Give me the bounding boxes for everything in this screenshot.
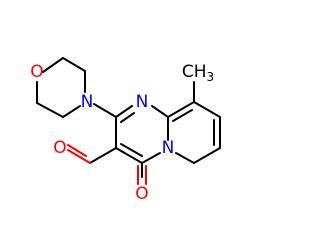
- bond-layer: [36, 57, 221, 185]
- atom-aldehyde-o: O: [53, 138, 66, 158]
- bond-n1-c9a: [151, 105, 169, 118]
- atom-ring-n-bridge: N: [162, 138, 175, 158]
- bond-morph-n-c2: [93, 103, 117, 118]
- bond-c9a-c9-inner: [172, 109, 193, 122]
- bond-morph-c1-c2: [62, 57, 86, 72]
- bond-c2-n1: [115, 105, 133, 118]
- bond-c2-n1-inner: [120, 112, 135, 123]
- atom-label-layer: O N N N O O CH3: [30, 62, 214, 204]
- bond-c3-c4-inner: [120, 143, 143, 157]
- molecule-structure-diagram: O N N N O O CH3: [30, 57, 221, 204]
- methyl-subscript: 3: [207, 70, 215, 84]
- bond-morph-n-c3: [62, 105, 81, 118]
- bond-cho-o-inner: [67, 144, 87, 157]
- bond-cho-o: [67, 149, 91, 164]
- methyl-symbol: CH: [182, 62, 207, 82]
- bond-c4-n5: [141, 152, 161, 164]
- bond-morph-o-c1: [42, 57, 64, 73]
- atom-methyl: CH3: [182, 62, 214, 84]
- atom-ring-n1: N: [136, 92, 149, 112]
- atom-morpholine-o: O: [30, 62, 43, 82]
- bond-c3-c4: [115, 147, 143, 164]
- bond-c7-c6: [193, 147, 221, 164]
- bond-morph-c3-c4: [36, 102, 64, 118]
- bond-c9-c8: [193, 101, 221, 118]
- bond-c6-n5: [175, 152, 195, 164]
- bond-c3-cho: [89, 147, 117, 164]
- atom-morpholine-n: N: [81, 92, 94, 112]
- atom-keto-o: O: [135, 184, 148, 204]
- bond-c9a-c9: [167, 101, 195, 118]
